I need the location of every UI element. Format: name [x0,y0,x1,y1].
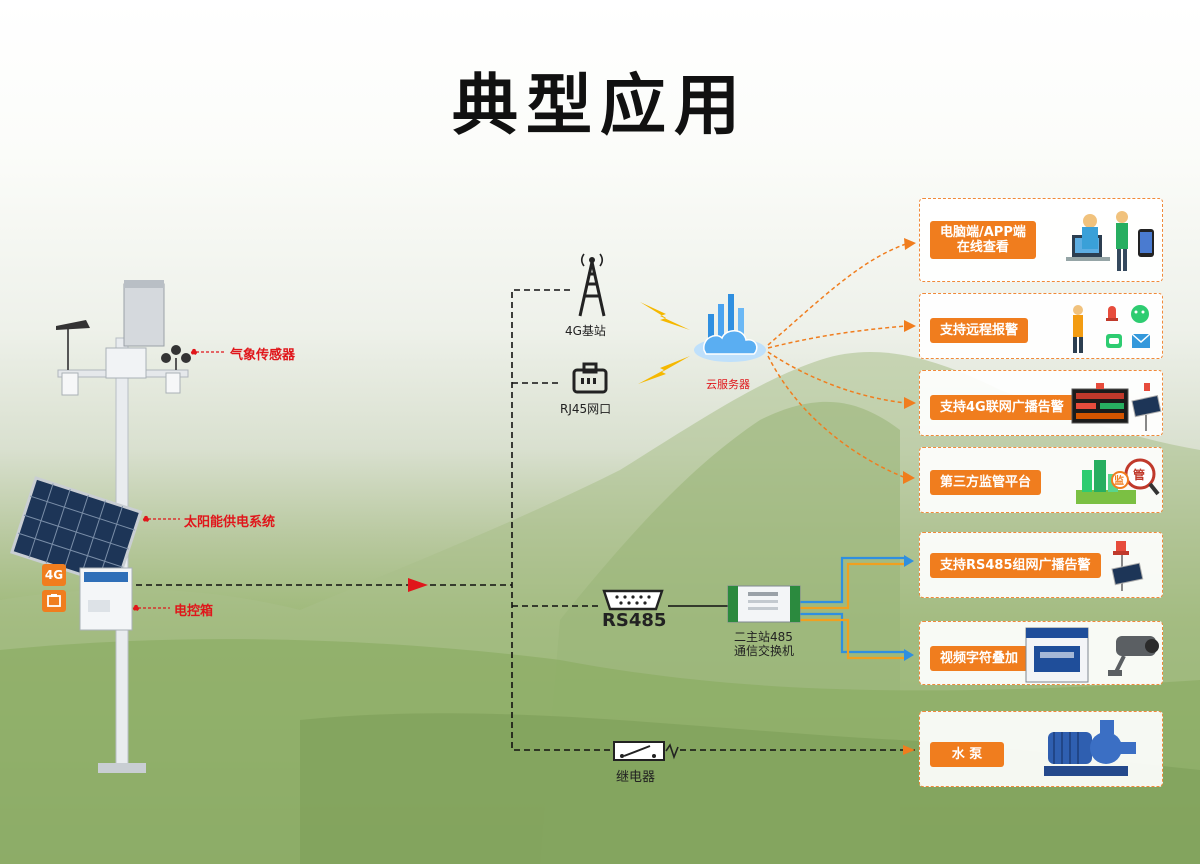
switch-device-icon [727,585,801,623]
solar-power-label: 太阳能供电系统 [184,515,276,530]
card-water-pump-tag: 水 泵 [930,742,1004,767]
4g-badge-label: 4G [44,568,64,582]
rj45-port-icon [572,362,608,394]
weather-sensor-label: 气象传感器 [230,348,296,363]
card-online-view-tag: 电脑端/APP端 在线查看 [930,221,1036,259]
card-online-view: 电脑端/APP端 在线查看 [919,198,1163,282]
city-supervision-icon: 管 监 [1076,458,1160,504]
person-computer-icon [1066,211,1154,271]
card-4g-broadcast-tag: 支持4G联网广播告警 [930,395,1074,420]
svg-text:监: 监 [1114,474,1124,487]
svg-text:管: 管 [1133,467,1145,482]
switch-label-1: 二主站485 [734,630,793,644]
relay-icon [613,741,679,761]
page-title: 典型应用 [452,67,748,144]
card-rs485-broadcast: 支持RS485组网广播告警 [919,532,1163,598]
4g-badge: 4G [42,564,66,586]
card-online-view-line1: 电脑端/APP端 [940,225,1026,240]
card-online-view-line2: 在线查看 [956,240,1009,255]
cloud-server-label: 云服务器 [706,378,750,391]
card-remote-alarm: 支持远程报警 [919,293,1163,359]
switch-label-2: 通信交换机 [734,644,795,658]
solar-alarm-icon [1111,541,1144,591]
rs485-connector-icon [602,589,664,611]
base-station-label: 4G基站 [565,324,606,338]
weather-station-illustration [10,280,191,773]
card-third-party-platform: 第三方监管平台 管 监 [919,447,1163,513]
ethernet-badge [42,590,66,612]
video-overlay-device-icon [1025,627,1159,683]
card-remote-alarm-tag: 支持远程报警 [930,318,1029,343]
card-video-overlay-tag: 视频字符叠加 [930,646,1029,671]
card-video-overlay: 视频字符叠加 [919,621,1163,685]
water-pump-icon [1044,720,1136,776]
alarm-messaging-icons [1073,305,1151,353]
relay-label: 继电器 [616,770,656,785]
card-water-pump: 水 泵 [919,711,1163,787]
cell-tower-icon [578,253,606,317]
rj45-label: RJ45网口 [560,402,612,416]
card-third-party-platform-tag: 第三方监管平台 [930,470,1042,495]
rs485-label: RS485 [602,610,667,631]
cloud-server-icon [694,294,766,362]
led-display-icon [1071,383,1162,431]
card-rs485-broadcast-tag: 支持RS485组网广播告警 [930,553,1101,578]
control-box-label: 电控箱 [174,604,214,619]
card-4g-broadcast: 支持4G联网广播告警 [919,370,1163,436]
